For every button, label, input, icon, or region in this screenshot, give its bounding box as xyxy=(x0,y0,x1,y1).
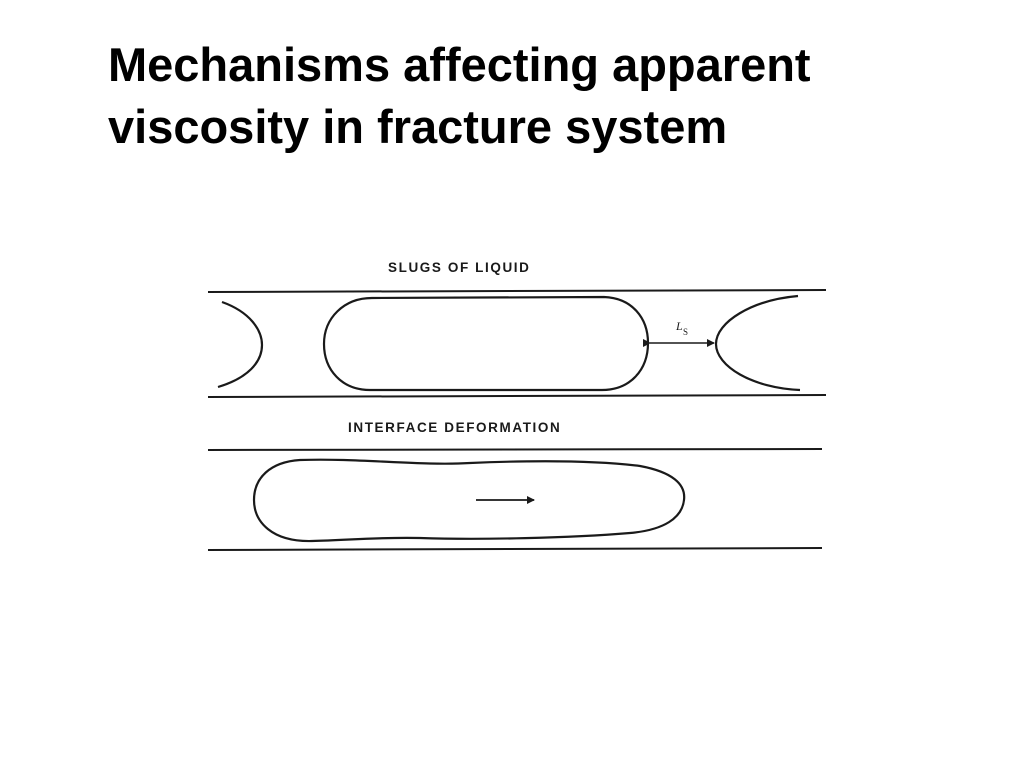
slug-length-symbol: L xyxy=(675,319,683,333)
top-panel-upper-wall xyxy=(207,289,827,293)
slide-title-line-1: Mechanisms affecting apparent xyxy=(108,38,811,91)
slug-length-subscript: S xyxy=(683,327,688,337)
slide-title-line-2: viscosity in fracture system xyxy=(108,100,728,153)
bottom-panel-upper-wall xyxy=(207,448,823,451)
right-partial-slug xyxy=(714,294,801,392)
deformed-bubble xyxy=(252,458,686,543)
bottom-panel-lower-wall xyxy=(207,547,823,551)
gas-bubble xyxy=(322,295,650,392)
slide-title: Mechanisms affecting apparent viscosity … xyxy=(108,34,988,158)
slugs-of-liquid-label: SLUGS OF LIQUID xyxy=(388,260,531,275)
left-partial-slug xyxy=(217,300,264,389)
interface-deformation-label: INTERFACE DEFORMATION xyxy=(348,420,561,435)
top-panel-lower-wall xyxy=(207,394,827,398)
